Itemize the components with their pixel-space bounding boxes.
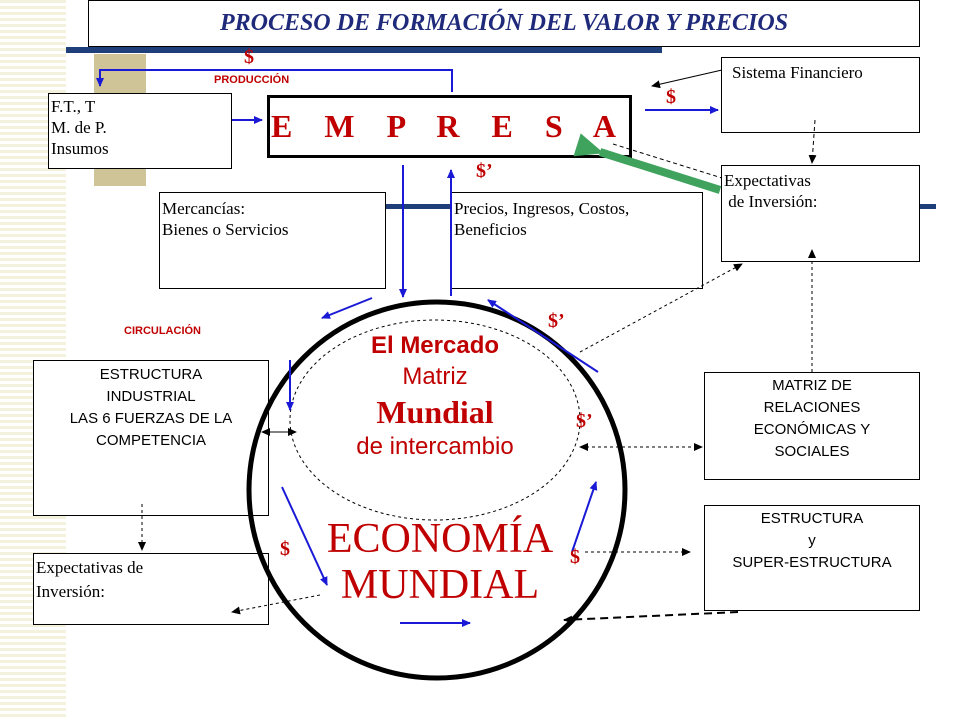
- estructura-industrial-line: LAS 6 FUERZAS DE LA: [69, 410, 233, 427]
- estructura-super-line: SUPER-ESTRUCTURA: [732, 554, 892, 571]
- inputs-line: F.T., T: [51, 97, 96, 116]
- green-expectativas-arrow: [573, 133, 722, 194]
- matriz-relaciones-line: SOCIALES: [774, 443, 850, 460]
- empresa-box: E M P R E S A: [267, 95, 632, 158]
- title-underline-bar: [66, 47, 662, 53]
- economia-line: ECONOMÍA: [326, 516, 554, 562]
- economia-circle: [246, 299, 628, 681]
- mercado-ellipse: [289, 319, 581, 521]
- matriz-relaciones-line: MATRIZ DE: [772, 377, 852, 394]
- matriz-relaciones-line: ECONÓMICAS Y: [753, 421, 871, 438]
- empresa-label: E M P R E S A: [271, 108, 628, 144]
- sistema-financiero-label: Sistema Financiero: [732, 63, 863, 82]
- produccion-loop-arrow: [96, 69, 453, 92]
- mercado-to-expectativas-dashed: [579, 263, 743, 353]
- mercado-line-2: Matriz: [402, 363, 468, 390]
- precios-line: Precios, Ingresos, Costos,: [454, 199, 630, 218]
- produccion-label: PRODUCCIÓN: [214, 74, 290, 86]
- economia-to-expectativas-dashed: [231, 594, 321, 615]
- dollar-prime-label: $’: [576, 410, 593, 432]
- estructura-super-box: ESTRUCTURA y SUPER-ESTRUCTURA: [704, 505, 920, 611]
- lower-right-arrow: [571, 481, 598, 553]
- precios-line: Beneficios: [454, 220, 527, 239]
- financiero-arrow: [651, 69, 723, 89]
- expectativas-top-line: Expectativas: [724, 171, 811, 190]
- economia-line: MUNDIAL: [340, 562, 540, 608]
- mercado-top-right-arrow: [487, 299, 599, 373]
- divider-bar-right: [918, 204, 936, 209]
- economia-mundial-text: ECONOMÍA MUNDIAL: [300, 516, 580, 608]
- expectativas-top-line: de Inversión:: [724, 192, 818, 211]
- expectativas-bottom-line: Expectativas de: [36, 558, 144, 577]
- expectativas-inversion-top-box: Expectativas de Inversión:: [721, 165, 920, 262]
- mercado-line-4: de intercambio: [356, 433, 514, 460]
- matriz-relaciones-box: MATRIZ DE RELACIONES ECONÓMICAS Y SOCIAL…: [704, 372, 920, 480]
- estructura-super-line: ESTRUCTURA: [760, 510, 864, 527]
- title-box: PROCESO DE FORMACIÓN DEL VALOR Y PRECIOS: [88, 0, 920, 47]
- page-title: PROCESO DE FORMACIÓN DEL VALOR Y PRECIOS: [219, 10, 789, 36]
- estructura-industrial-line: INDUSTRIAL: [106, 388, 196, 405]
- dollar-label-financiero: $: [666, 86, 676, 108]
- precios-box: Precios, Ingresos, Costos, Beneficios: [451, 192, 703, 289]
- matriz-relaciones-line: RELACIONES: [763, 399, 861, 416]
- inputs-line: Insumos: [51, 139, 109, 158]
- estructura-to-economia-dashed: [563, 611, 739, 624]
- estructura-industrial-line: ESTRUCTURA: [99, 366, 203, 383]
- estructura-industrial-box: ESTRUCTURA INDUSTRIAL LAS 6 FUERZAS DE L…: [33, 360, 269, 516]
- sistema-financiero-box: Sistema Financiero: [721, 57, 920, 133]
- estructura-industrial-line: COMPETENCIA: [95, 432, 206, 449]
- financiero-to-expectativas-dashed: [808, 119, 817, 164]
- mercancias-line: Mercancías:: [162, 199, 246, 218]
- circulacion-arrow: [321, 297, 373, 319]
- inputs-line: M. de P.: [51, 118, 107, 137]
- estructura-super-line: y: [808, 532, 816, 549]
- empresa-to-expectativas-dashed: [612, 143, 723, 179]
- dollar-label-right: $: [570, 546, 580, 568]
- divider-bar-middle: [385, 204, 453, 209]
- dollar-prime-label: $’: [476, 160, 493, 182]
- mercado-line-3: Mundial: [376, 394, 494, 430]
- mercado-line-1: El Mercado: [370, 332, 500, 359]
- dollar-label-top: $: [244, 46, 254, 68]
- circulacion-label: CIRCULACIÓN: [124, 325, 201, 337]
- mercancias-line: Bienes o Servicios: [162, 220, 289, 239]
- mercado-text: El Mercado Matriz Mundial de intercambio: [305, 330, 565, 462]
- expectativas-inversion-bottom-box: Expectativas de Inversión:: [33, 553, 269, 625]
- expectativas-bottom-line: Inversión:: [36, 582, 105, 601]
- dollar-prime-label: $’: [548, 310, 565, 332]
- mercancias-box: Mercancías: Bienes o Servicios: [159, 192, 386, 289]
- lower-left-arrow: [281, 486, 328, 586]
- inputs-box: F.T., T M. de P. Insumos: [48, 93, 232, 169]
- dollar-label-left: $: [280, 538, 290, 560]
